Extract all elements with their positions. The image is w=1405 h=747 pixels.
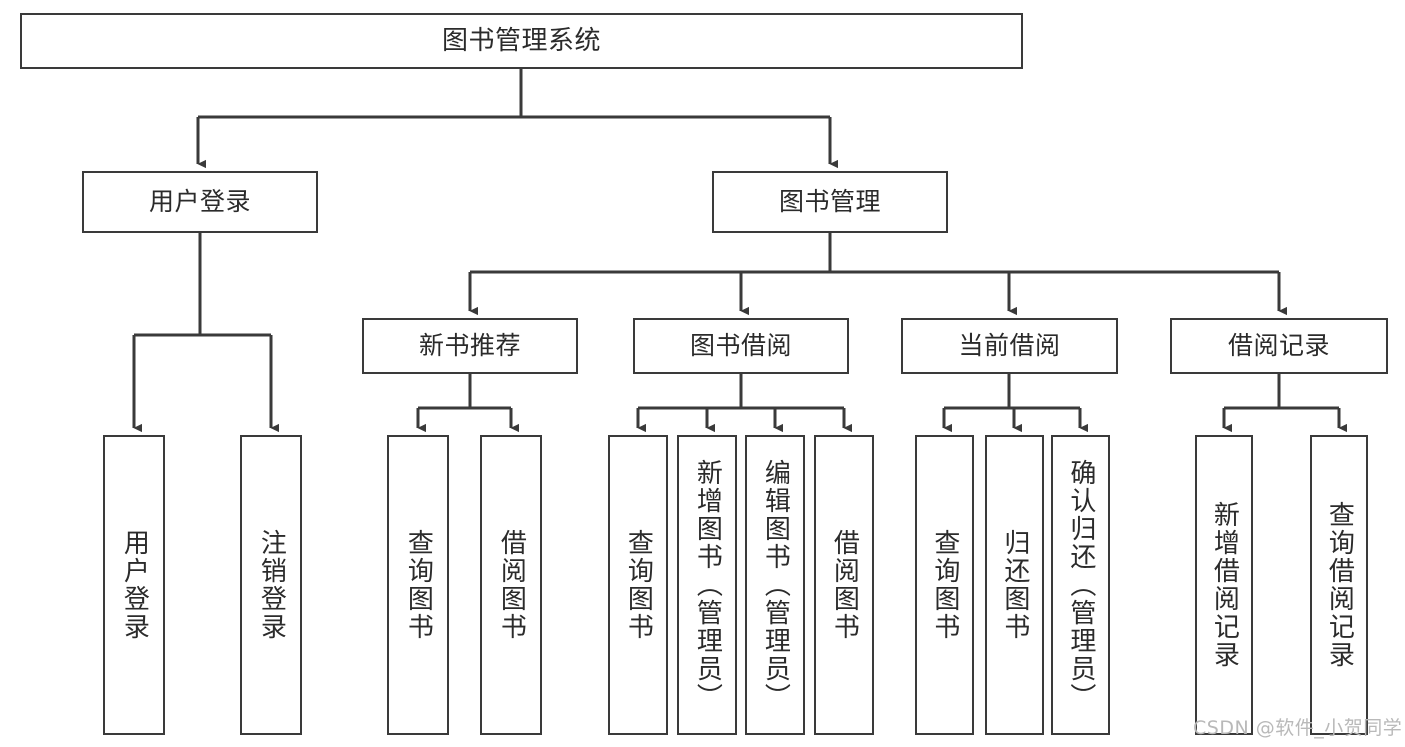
node-label: 用户登录: [148, 187, 251, 217]
node-label: 借阅图书: [829, 529, 860, 641]
node-label: 借阅记录: [1227, 331, 1330, 361]
node-label: 查询图书: [403, 529, 434, 641]
node-label: 编辑图书（管理员）: [760, 459, 791, 711]
node-label: 查询借阅记录: [1324, 501, 1355, 669]
node-label: 注销登录: [256, 529, 287, 641]
node-leaf-return-book[interactable]: 归还图书: [985, 435, 1044, 735]
node-leaf-user-logout[interactable]: 注销登录: [240, 435, 302, 735]
node-book-borrow[interactable]: 图书借阅: [633, 318, 849, 374]
node-current-borrow[interactable]: 当前借阅: [901, 318, 1118, 374]
node-borrow-record[interactable]: 借阅记录: [1170, 318, 1388, 374]
node-leaf-query-borrow-record[interactable]: 查询借阅记录: [1310, 435, 1368, 735]
node-label: 确认归还（管理员）: [1065, 459, 1096, 711]
node-label: 新增图书（管理员）: [692, 459, 723, 711]
node-leaf-query-book-borrow[interactable]: 查询图书: [608, 435, 668, 735]
node-leaf-query-book-current[interactable]: 查询图书: [915, 435, 974, 735]
node-label: 图书借阅: [689, 331, 792, 361]
node-label: 查询图书: [623, 529, 654, 641]
node-leaf-borrow-book-recommend[interactable]: 借阅图书: [480, 435, 542, 735]
node-leaf-user-login[interactable]: 用户登录: [103, 435, 165, 735]
node-leaf-confirm-return-admin[interactable]: 确认归还（管理员）: [1051, 435, 1110, 735]
node-label: 图书管理系统: [441, 25, 601, 56]
node-new-book-recommend[interactable]: 新书推荐: [362, 318, 578, 374]
node-label: 查询图书: [929, 529, 960, 641]
node-label: 借阅图书: [496, 529, 527, 641]
node-book-management-system[interactable]: 图书管理系统: [20, 13, 1023, 69]
node-label: 新增借阅记录: [1209, 501, 1240, 669]
node-user-login[interactable]: 用户登录: [82, 171, 318, 233]
node-label: 用户登录: [119, 529, 150, 641]
node-leaf-add-borrow-record[interactable]: 新增借阅记录: [1195, 435, 1253, 735]
node-label: 当前借阅: [958, 331, 1061, 361]
node-label: 新书推荐: [418, 331, 521, 361]
node-leaf-borrow-book[interactable]: 借阅图书: [814, 435, 874, 735]
node-leaf-query-book-recommend[interactable]: 查询图书: [387, 435, 449, 735]
node-label: 图书管理: [778, 187, 881, 217]
node-leaf-edit-book-admin[interactable]: 编辑图书（管理员）: [745, 435, 805, 735]
node-label: 归还图书: [999, 529, 1030, 641]
node-leaf-add-book-admin[interactable]: 新增图书（管理员）: [677, 435, 737, 735]
node-book-management[interactable]: 图书管理: [712, 171, 948, 233]
